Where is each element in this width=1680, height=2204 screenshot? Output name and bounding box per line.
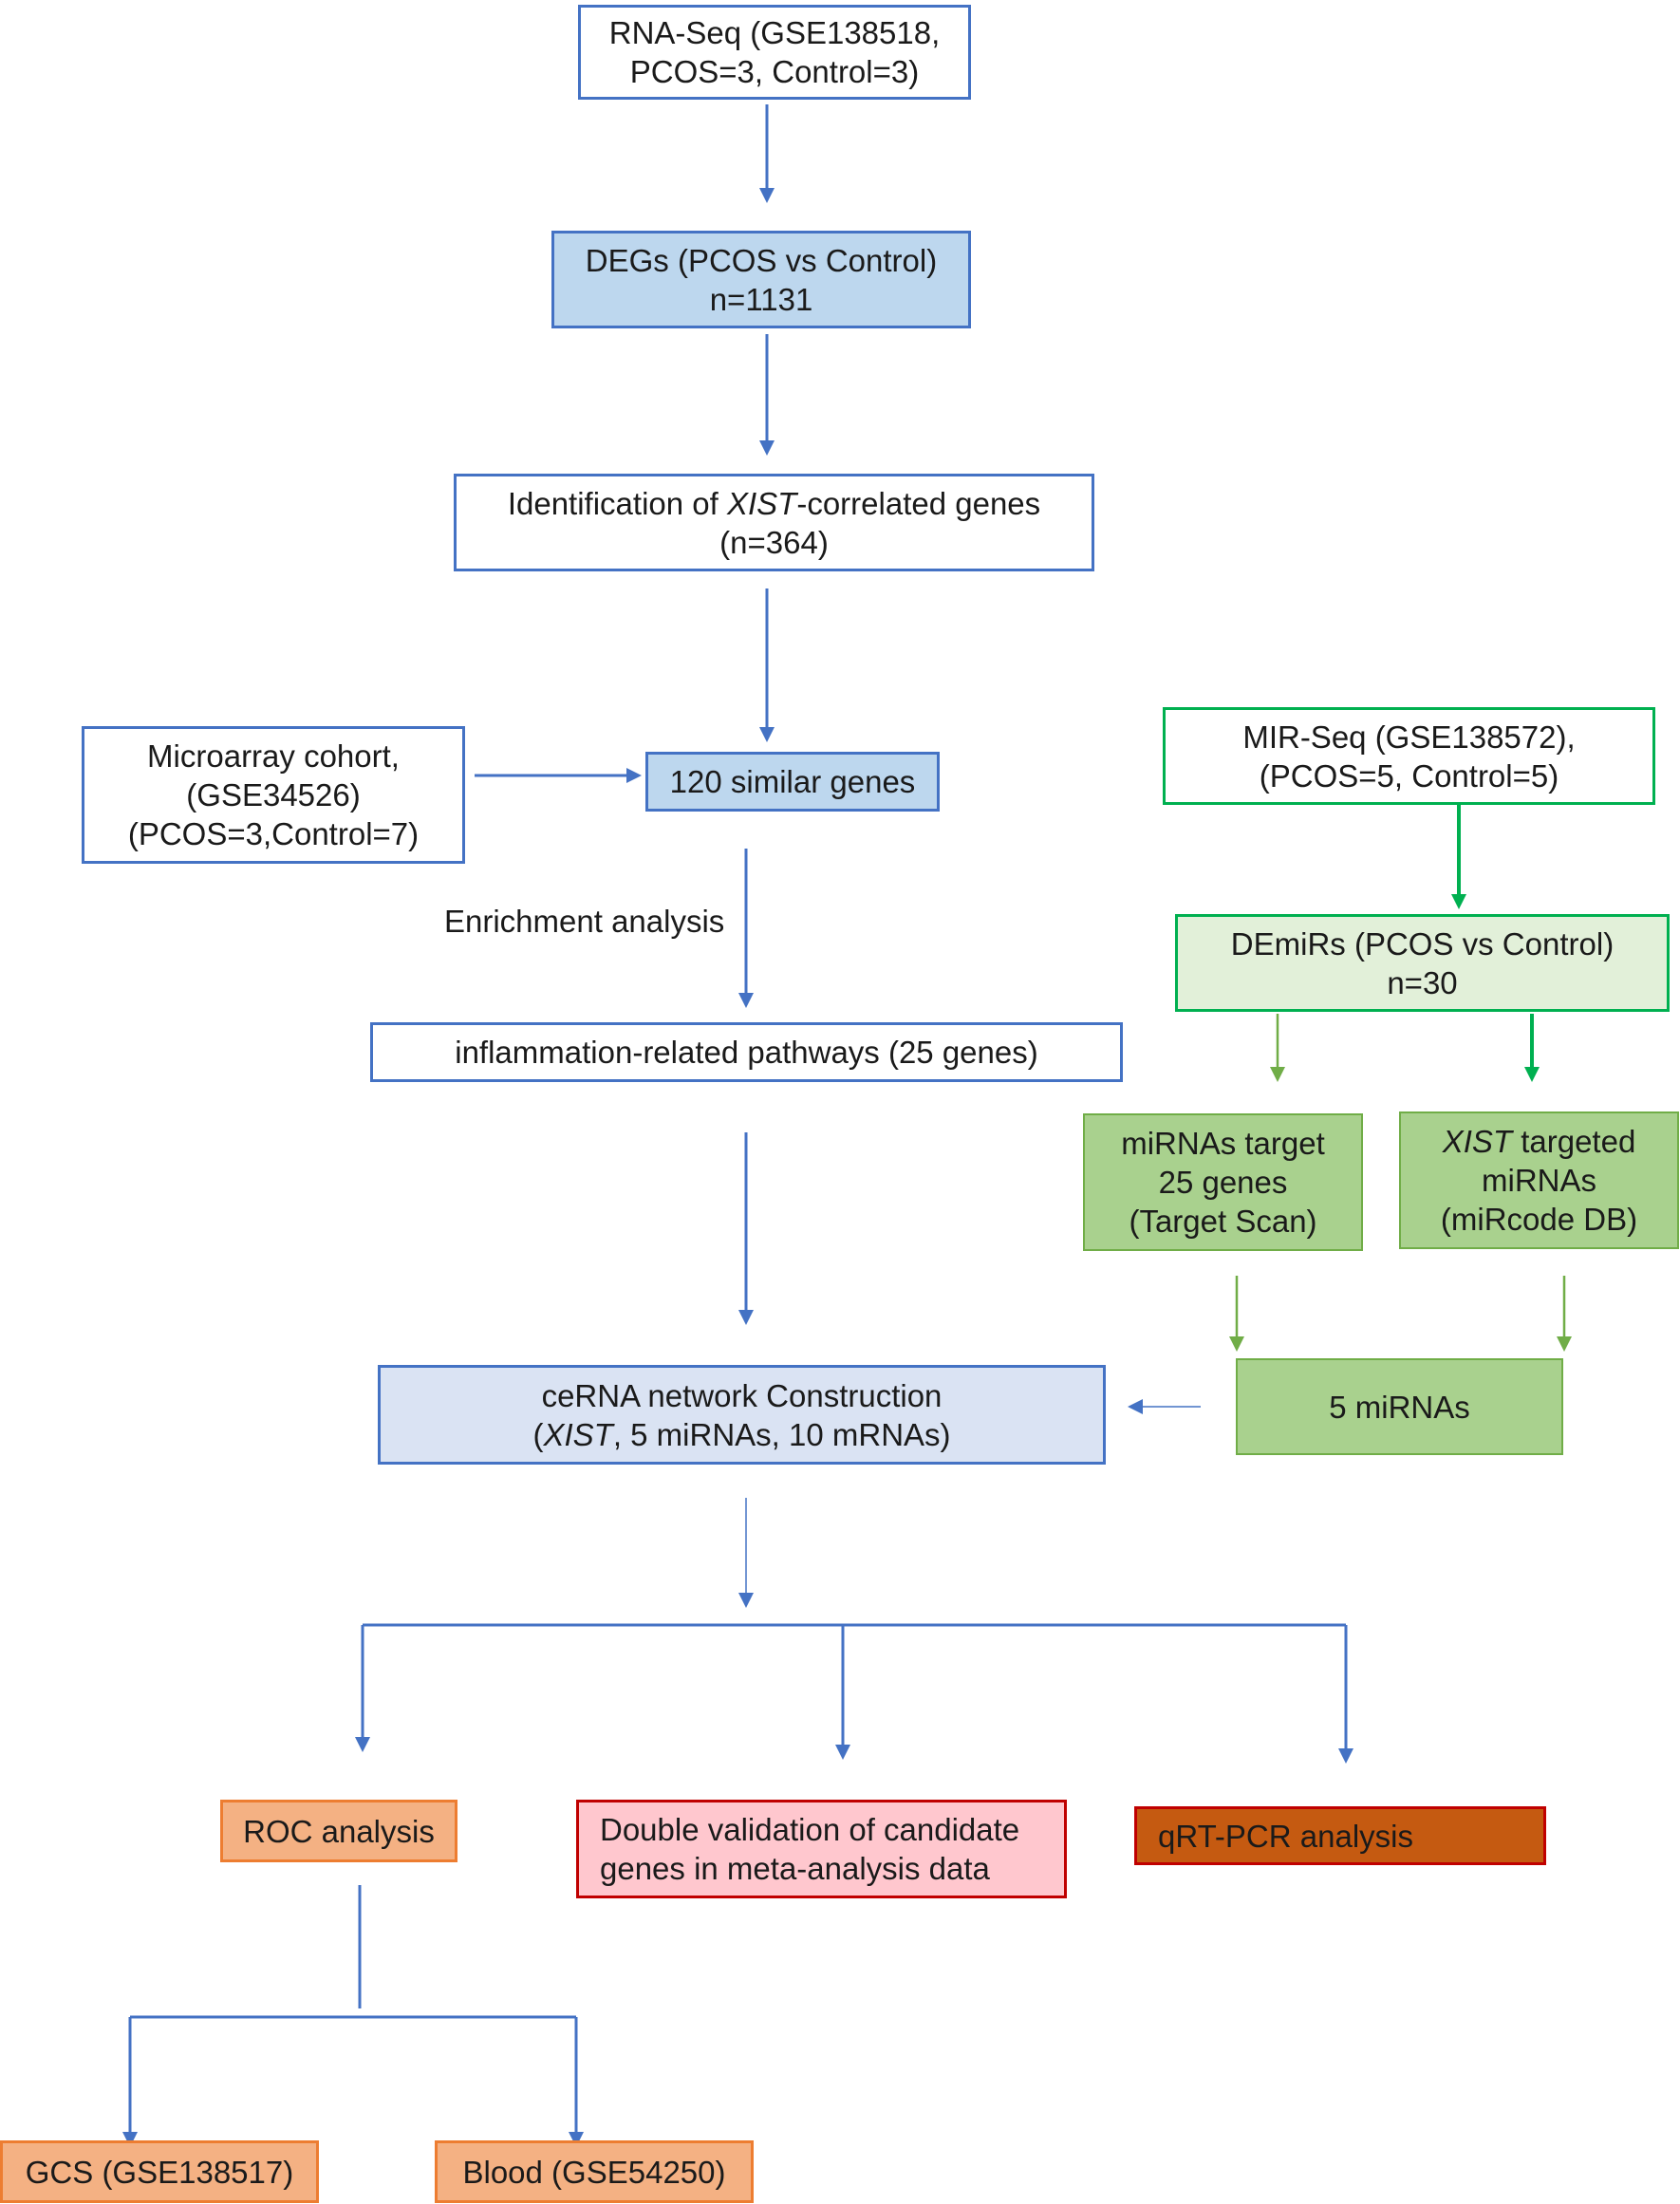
xist-targeted-post: targeted — [1512, 1124, 1636, 1159]
xist-line1-italic: XIST — [726, 485, 797, 521]
label-enrichment-analysis: Enrichment analysis — [444, 904, 725, 939]
node-mirseq-line1: MIR-Seq (GSE138572), — [1242, 719, 1576, 755]
node-degs: DEGs (PCOS vs Control) n=1131 — [551, 231, 971, 328]
node-rnaseq-line2: PCOS=3, Control=3) — [629, 54, 920, 89]
node-cerna-network: ceRNA network Construction (XIST, 5 miRN… — [378, 1365, 1106, 1465]
xist-targeted-italic: XIST — [1442, 1124, 1513, 1159]
xist-line1-post: -correlated genes — [796, 485, 1041, 521]
node-xist-targeted-line2: miRNAs — [1482, 1163, 1596, 1198]
node-demirs-line2: n=30 — [1387, 964, 1458, 1000]
node-roc-analysis: ROC analysis — [220, 1800, 457, 1862]
cerna-line2-post: , 5 miRNAs, 10 mRNAs) — [612, 1416, 951, 1452]
node-blood-line1: Blood (GSE54250) — [462, 2154, 726, 2190]
node-inflammation-line1: inflammation-related pathways (25 genes) — [455, 1035, 1038, 1070]
node-roc-line1: ROC analysis — [243, 1813, 435, 1849]
node-demirs-line1: DEmiRs (PCOS vs Control) — [1230, 925, 1615, 962]
node-mirnas-target-line1: miRNAs target — [1121, 1126, 1325, 1161]
node-xist-correlated: Identification of XIST-correlated genes … — [454, 474, 1094, 571]
node-double-validation-line2: genes in meta-analysis data — [600, 1851, 990, 1886]
node-mirnas-target-line3: (Target Scan) — [1129, 1204, 1317, 1239]
node-inflammation: inflammation-related pathways (25 genes) — [370, 1022, 1123, 1082]
node-qrtpcr-line1: qRT-PCR analysis — [1158, 1818, 1413, 1854]
node-five-mirnas-line1: 5 miRNAs — [1329, 1389, 1470, 1425]
node-xist-correlated-line2: (n=364) — [719, 524, 829, 560]
node-microarray-line1: Microarray cohort, — [147, 738, 400, 774]
node-xist-targeted-line3: (miRcode DB) — [1440, 1202, 1638, 1237]
node-microarray: Microarray cohort, (GSE34526) (PCOS=3,Co… — [82, 726, 465, 864]
node-xist-correlated-line1: Identification of XIST-correlated genes — [508, 484, 1040, 523]
node-similar-genes-line1: 120 similar genes — [669, 764, 916, 799]
node-microarray-line3: (PCOS=3,Control=7) — [127, 816, 420, 851]
node-cerna-line2: (XIST, 5 miRNAs, 10 mRNAs) — [532, 1415, 950, 1454]
node-gcs-line1: GCS (GSE138517) — [25, 2154, 294, 2190]
node-double-validation: Double validation of candidate genes in … — [576, 1800, 1067, 1898]
node-mirnas-target-line2: 25 genes — [1158, 1165, 1288, 1200]
cerna-line2-italic: XIST — [543, 1416, 613, 1452]
node-demirs: DEmiRs (PCOS vs Control) n=30 — [1175, 914, 1670, 1012]
node-mirnas-target: miRNAs target 25 genes (Target Scan) — [1083, 1113, 1363, 1251]
node-microarray-line2: (GSE34526) — [186, 777, 361, 812]
node-mirseq: MIR-Seq (GSE138572), (PCOS=5, Control=5) — [1163, 707, 1655, 805]
node-five-mirnas: 5 miRNAs — [1236, 1358, 1563, 1455]
node-rnaseq: RNA-Seq (GSE138518, PCOS=3, Control=3) — [578, 5, 971, 100]
xist-line1-pre: Identification of — [507, 485, 727, 521]
node-gcs: GCS (GSE138517) — [0, 2140, 319, 2203]
cerna-line2-pre: ( — [532, 1416, 544, 1452]
node-mirseq-line2: (PCOS=5, Control=5) — [1259, 757, 1559, 794]
node-xist-targeted: XIST targeted miRNAs (miRcode DB) — [1399, 1111, 1679, 1249]
node-similar-genes: 120 similar genes — [645, 752, 940, 812]
node-blood: Blood (GSE54250) — [435, 2140, 754, 2203]
node-degs-line2: n=1131 — [709, 281, 813, 317]
node-double-validation-line1: Double validation of candidate — [600, 1812, 1020, 1847]
node-cerna-line1: ceRNA network Construction — [541, 1377, 943, 1413]
node-rnaseq-line1: RNA-Seq (GSE138518, — [608, 15, 941, 50]
node-qrtpcr: qRT-PCR analysis — [1134, 1806, 1546, 1865]
node-degs-line1: DEGs (PCOS vs Control) — [585, 242, 938, 278]
node-xist-targeted-line1: XIST targeted — [1443, 1122, 1636, 1161]
